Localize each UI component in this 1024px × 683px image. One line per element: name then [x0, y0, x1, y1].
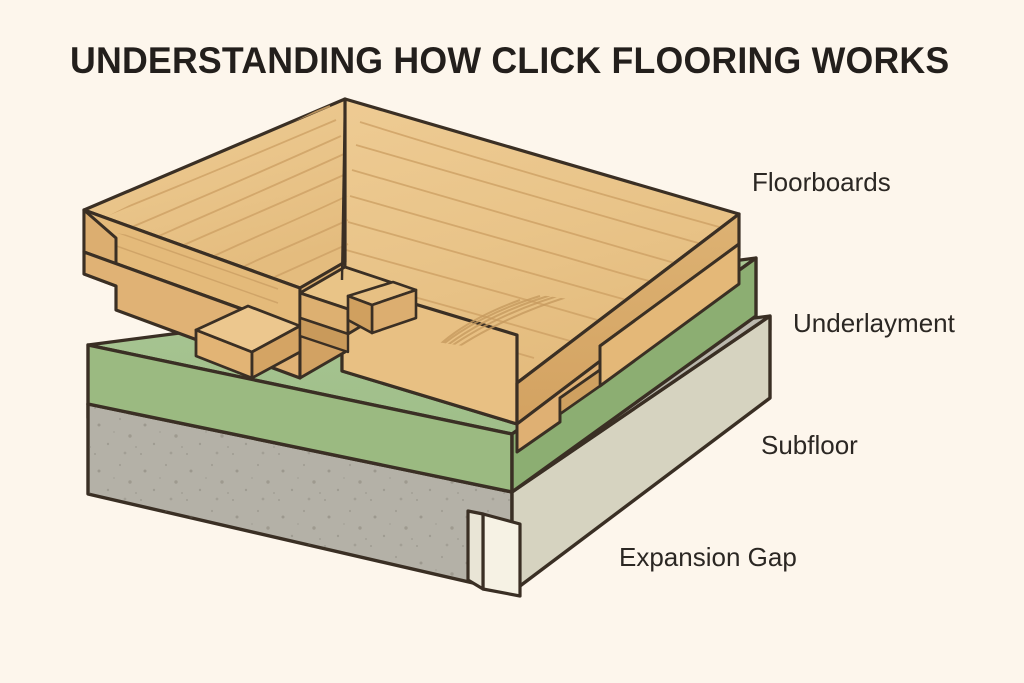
- joint-lower-lip-side: [250, 324, 302, 380]
- floorboard-seam-line-2: [340, 98, 347, 281]
- floorboard-right-tongue-underside: [558, 368, 602, 416]
- joint-groove-hook-under: [346, 294, 374, 335]
- label-floorboards: Floorboards: [752, 167, 891, 197]
- label-subfloor: Subfloor: [761, 430, 858, 460]
- page-title: UNDERSTANDING HOW CLICK FLOORING WORKS: [70, 40, 950, 81]
- expansion-gap-void: [481, 512, 522, 598]
- label-underlayment: Underlayment: [793, 308, 955, 338]
- joint-recess-shadow: [298, 316, 350, 354]
- click-lock-joint: [194, 98, 418, 380]
- expansion-gap-inner-face: [466, 509, 485, 591]
- layer-expansion-gap: [466, 509, 522, 598]
- label-expansion-gap: Expansion Gap: [619, 542, 797, 572]
